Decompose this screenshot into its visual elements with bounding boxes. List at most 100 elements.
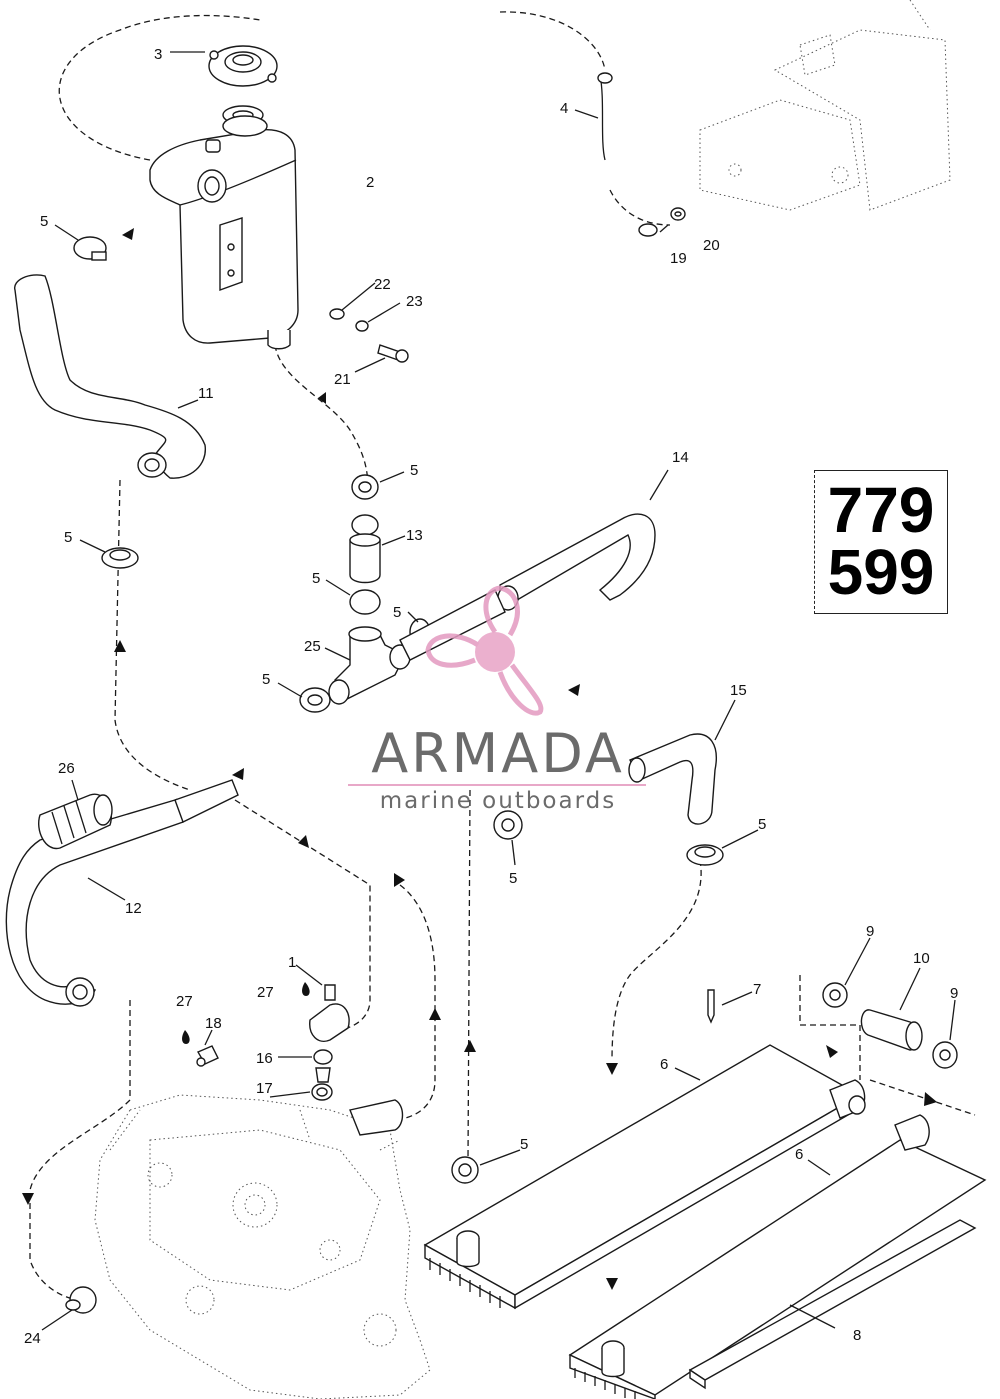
watermark-underline	[348, 784, 646, 786]
thermostat-16	[313, 1049, 333, 1083]
callout-20: 20	[703, 237, 720, 254]
drain-fitting-24	[65, 1286, 97, 1314]
flow-arrow	[298, 835, 309, 848]
callout-11: 11	[198, 385, 214, 402]
callout-5: 5	[312, 570, 320, 587]
callout-10: 10	[913, 950, 930, 967]
flow-arrow	[122, 228, 134, 240]
propeller-logo	[425, 585, 544, 716]
flow-arrow	[114, 640, 126, 652]
flow-line-center-return	[234, 799, 371, 1031]
heat-exchanger-plate-lower	[568, 1114, 987, 1399]
callout-27: 27	[176, 993, 193, 1010]
drain-hose	[597, 72, 613, 161]
callout-14: 14	[672, 449, 689, 466]
hose-clamp	[101, 547, 139, 569]
flow-line-heat-exchanger	[799, 975, 976, 1116]
engine-block	[94, 1094, 431, 1399]
coolant-reservoir-tank	[149, 115, 299, 350]
diagram-code-line-2: 599	[827, 536, 935, 608]
callout-5: 5	[520, 1136, 528, 1153]
callout-21: 21	[334, 371, 351, 388]
diagram-code-line-1: 779	[827, 474, 935, 546]
callout-15: 15	[730, 682, 747, 699]
flow-line-left-bottom	[29, 1000, 131, 1301]
callout-5: 5	[509, 870, 517, 887]
engine-exhaust-housing	[699, 0, 951, 211]
hose-clamp	[349, 589, 381, 615]
callout-4: 4	[560, 100, 568, 117]
screw-7	[707, 989, 715, 1024]
rail-8	[688, 1219, 977, 1390]
hose-clamp	[351, 474, 379, 500]
hose-clamp	[493, 810, 523, 840]
callout-6: 6	[660, 1056, 668, 1073]
callout-2: 2	[366, 174, 374, 191]
flow-arrow	[232, 768, 244, 780]
flow-arrow	[568, 684, 580, 696]
callout-18: 18	[205, 1015, 222, 1032]
hose-clamp	[73, 236, 107, 261]
callout-5: 5	[393, 604, 401, 621]
flow-arrow	[606, 1278, 618, 1290]
washer-22	[329, 308, 345, 320]
hose-15	[628, 733, 717, 825]
bolt-21	[377, 344, 409, 363]
callout-6: 6	[795, 1146, 803, 1163]
flow-line-fitting-19	[609, 189, 671, 226]
hose-11	[14, 274, 206, 479]
callout-7: 7	[753, 981, 761, 998]
flow-arrow	[924, 1092, 937, 1106]
flow-arrow	[464, 1040, 476, 1052]
hose-13	[349, 514, 381, 584]
callout-13: 13	[406, 527, 423, 544]
callout-17: 17	[256, 1080, 273, 1097]
washer-20	[670, 207, 686, 221]
callout-22: 22	[374, 276, 391, 293]
flow-arrow	[318, 392, 326, 404]
diagram-code-box: 779 599	[814, 470, 948, 614]
flow-arrow	[826, 1045, 838, 1058]
callout-24: 24	[24, 1330, 41, 1347]
pipe-14	[399, 513, 656, 661]
callout-1: 1	[288, 954, 296, 971]
sensor-18	[196, 1045, 219, 1067]
hose-clamp	[299, 687, 331, 713]
callout-5: 5	[758, 816, 766, 833]
clamp-9	[822, 982, 848, 1008]
heat-exchanger-plate-upper	[423, 1044, 866, 1310]
hose-clamp	[686, 844, 724, 866]
flow-line-tank-to-pipe	[274, 344, 369, 491]
callout-5: 5	[262, 671, 270, 688]
flow-line-top-loop	[58, 11, 606, 161]
sleeve-26	[38, 793, 113, 850]
sealant-drop	[182, 1030, 190, 1044]
flow-line-right-return	[389, 884, 436, 1121]
callout-5: 5	[410, 462, 418, 479]
callout-27: 27	[257, 984, 274, 1001]
flow-arrow	[429, 1008, 441, 1020]
callout-5: 5	[40, 213, 48, 230]
callout-5: 5	[64, 529, 72, 546]
fitting-19	[638, 223, 658, 237]
nut-23	[355, 320, 369, 332]
callout-9: 9	[950, 985, 958, 1002]
hose-10	[860, 1009, 923, 1051]
watermark-tagline: marine outboards	[379, 788, 617, 814]
callout-12: 12	[125, 900, 142, 917]
leader-lines	[41, 51, 956, 1331]
hose-clamp	[451, 1156, 479, 1184]
callout-8: 8	[853, 1327, 861, 1344]
hose-12	[5, 779, 239, 1007]
gasket-17	[311, 1083, 333, 1101]
flow-arrow	[22, 1193, 34, 1205]
callout-9: 9	[866, 923, 874, 940]
flow-arrow	[606, 1063, 618, 1075]
watermark-brand: ARMADA	[371, 722, 625, 785]
flow-line-vertical-center	[467, 789, 471, 1161]
callout-26: 26	[58, 760, 75, 777]
pressure-cap	[208, 45, 278, 87]
callout-19: 19	[670, 250, 687, 267]
